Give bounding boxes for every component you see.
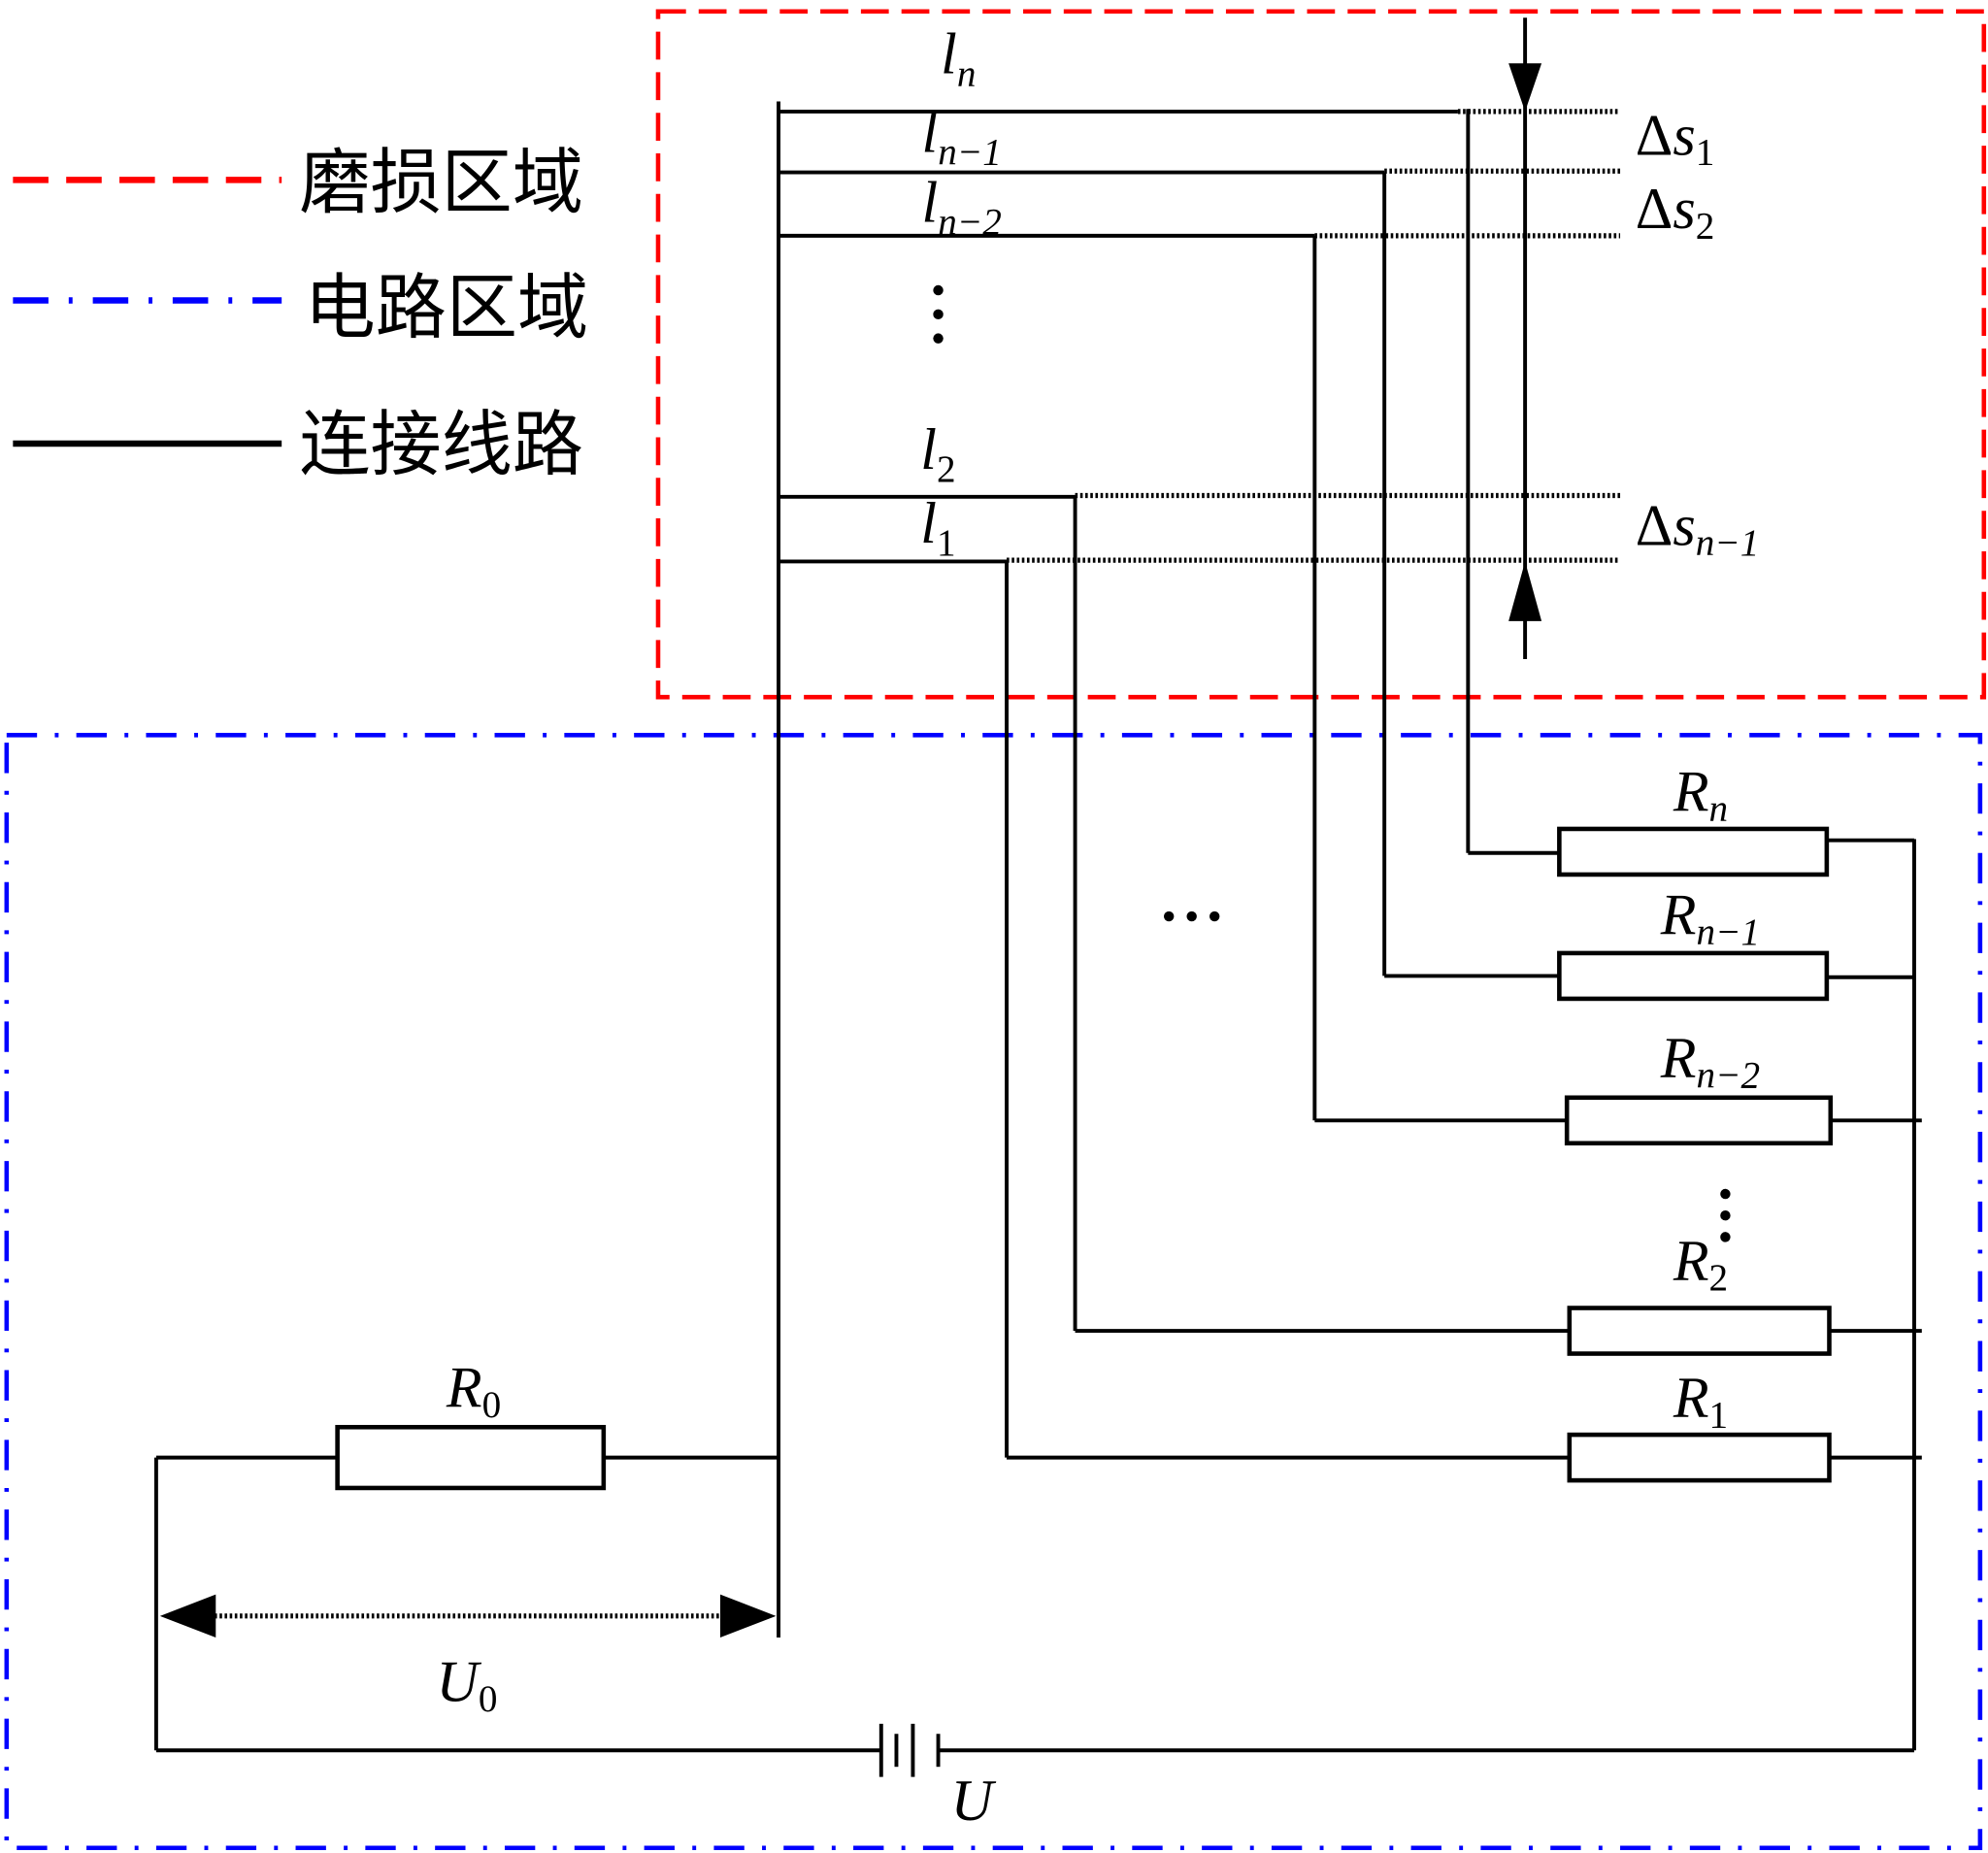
resistor-rn-1 xyxy=(1557,950,1830,1002)
wear-zone-box xyxy=(655,9,1987,700)
label-delta-sn-1: Δsn−1 xyxy=(1636,492,1760,563)
wear-lines xyxy=(779,109,1623,564)
label-r2: R2 xyxy=(1673,1228,1728,1299)
battery-icon xyxy=(878,1723,941,1777)
resistor-vertical-ellipsis xyxy=(1720,1188,1731,1242)
label-ln-2: ln−2 xyxy=(922,170,1002,244)
legend-circuit-label: 电路区域 xyxy=(305,267,588,349)
label-l2: l2 xyxy=(920,416,955,490)
label-l1: l1 xyxy=(920,490,955,564)
label-delta-s2: Δs2 xyxy=(1636,176,1715,247)
wear-measure-arrow xyxy=(1508,17,1542,659)
label-ln: ln xyxy=(941,21,976,95)
arrow-right-icon xyxy=(719,1594,777,1638)
arrow-up-icon xyxy=(1508,561,1542,621)
resistor-r1 xyxy=(1567,1432,1832,1483)
label-rn-2: Rn−2 xyxy=(1660,1025,1760,1096)
label-ln-1: ln−1 xyxy=(922,100,1002,174)
u0-measure-arrow xyxy=(159,1594,777,1638)
arrow-left-icon xyxy=(159,1594,216,1638)
label-delta-s1: Δs1 xyxy=(1636,102,1715,173)
label-u0: U0 xyxy=(436,1648,497,1719)
legend-wire-label: 连接线路 xyxy=(299,404,582,486)
label-u: U xyxy=(951,1768,997,1833)
wear-vertical-ellipsis xyxy=(933,284,944,344)
legend-wear-label: 磨损区域 xyxy=(299,142,582,224)
branch-horizontal-ellipsis xyxy=(1163,910,1220,922)
label-rn-1: Rn−1 xyxy=(1660,881,1760,952)
label-r0: R0 xyxy=(446,1354,501,1425)
arrow-down-icon xyxy=(1508,63,1542,112)
resistor-rn xyxy=(1557,826,1830,877)
resistor-r2 xyxy=(1567,1306,1832,1356)
resistor-rn-2 xyxy=(1564,1095,1834,1146)
label-r1: R1 xyxy=(1673,1365,1728,1436)
label-rn: Rn xyxy=(1673,759,1728,830)
legend: 磨损区域 电路区域 连接线路 xyxy=(13,142,588,486)
circuit-zone-box xyxy=(4,733,1983,1851)
resistor-r0 xyxy=(335,1424,607,1491)
